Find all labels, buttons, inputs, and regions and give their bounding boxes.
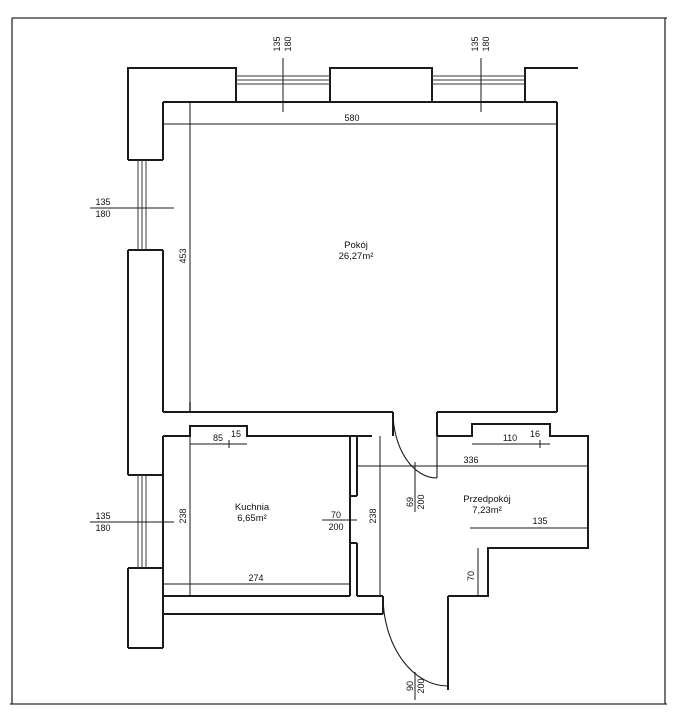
dim-przedpokoj-step: 135: [532, 516, 547, 526]
door-pokoj-width: 69: [405, 497, 415, 507]
door-entrance-height: 200: [416, 678, 426, 693]
dim-kuchnia-niche-a: 85: [213, 433, 223, 443]
dim-przedpokoj-width: 336: [463, 455, 478, 465]
window-2-width: 135: [470, 36, 480, 51]
room-area-pokoj: 26,27m²: [339, 251, 374, 262]
dim-kuchnia-height: 238: [178, 508, 188, 523]
sheet-frame: [10, 17, 667, 705]
window-4-height: 180: [95, 523, 110, 533]
window-1-height: 180: [283, 36, 293, 51]
door-kuchnia-height: 200: [328, 522, 343, 532]
window-2-height: 180: [481, 36, 491, 51]
room-name-pokoj: Pokój: [344, 240, 368, 251]
window-3-height: 180: [95, 209, 110, 219]
dim-pokoj-height: 453: [178, 248, 188, 263]
door-pokoj-hall: [392, 411, 438, 479]
room-name-przedpokoj: Przedpokój: [463, 494, 511, 505]
window-top-right: [432, 75, 525, 85]
window-left-upper: [137, 160, 147, 250]
room-name-kuchnia: Kuchnia: [235, 502, 270, 513]
dim-przedpokoj-niche-b: 16: [530, 429, 540, 439]
room-area-przedpokoj: 7,23m²: [472, 505, 502, 516]
window-1-width: 135: [272, 36, 282, 51]
window-4-width: 135: [95, 511, 110, 521]
walls: [127, 67, 589, 690]
door-entrance-width: 90: [405, 681, 415, 691]
dim-przedpokoj-recess: 70: [466, 571, 476, 581]
dim-pokoj-width: 580: [344, 113, 359, 123]
dim-kuchnia-width: 274: [248, 573, 263, 583]
door-entrance: [382, 595, 449, 687]
window-3-width: 135: [95, 197, 110, 207]
dim-kuchnia-niche-b: 15: [231, 429, 241, 439]
door-kuchnia-width: 70: [331, 510, 341, 520]
room-area-kuchnia: 6,65m²: [237, 513, 267, 524]
dim-przedpokoj-niche-a: 110: [503, 433, 517, 443]
door-pokoj-height: 200: [416, 494, 426, 509]
dimension-lines: [90, 58, 588, 700]
dim-przedpokoj-height: 238: [368, 508, 378, 523]
